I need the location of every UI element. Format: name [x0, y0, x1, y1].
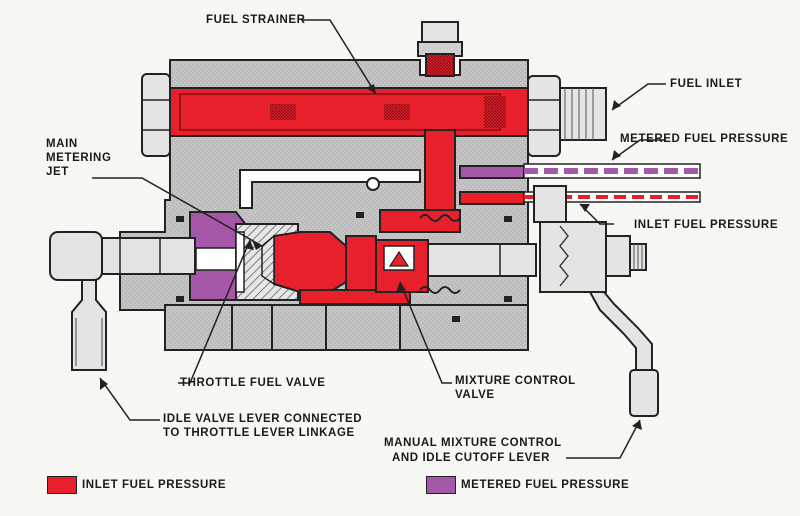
legend-label-metered: METERED FUEL PRESSURE [461, 479, 630, 491]
label-main-metering-jet-3: JET [46, 166, 69, 178]
leader-lines [92, 19, 666, 459]
label-main-metering-jet-1: MAIN [46, 138, 78, 150]
label-main-metering-jet-2: METERING [46, 152, 112, 164]
idle-valve-lever [49, 231, 107, 371]
legend-swatch-inlet [47, 476, 77, 494]
label-idle-valve-2: TO THROTTLE LEVER LINKAGE [163, 427, 355, 439]
inlet-passage-vertical [424, 129, 456, 211]
legend-label-inlet: INLET FUEL PRESSURE [82, 479, 227, 491]
fuel-inlet-fitting [527, 75, 607, 157]
label-manual-mixture-1: MANUAL MIXTURE CONTROL [384, 437, 562, 449]
label-inlet-fuel-pressure: INLET FUEL PRESSURE [634, 219, 779, 231]
metered-passage [239, 165, 525, 209]
manual-mixture-lever [588, 291, 659, 417]
label-throttle-fuel-valve: THROTTLE FUEL VALVE [180, 377, 326, 389]
seals [176, 212, 512, 322]
legend-swatch-metered [426, 476, 456, 494]
strainer-left-nut [141, 73, 171, 157]
label-mixture-control-1: MIXTURE CONTROL [455, 375, 576, 387]
label-fuel-strainer: FUEL STRAINER [206, 14, 306, 26]
main-metering-jet [261, 209, 461, 305]
label-mixture-control-2: VALVE [455, 389, 495, 401]
spindle [99, 237, 537, 277]
top-fitting [417, 21, 463, 77]
fuel-strainer-chamber [169, 87, 531, 137]
label-fuel-inlet: FUEL INLET [670, 78, 743, 90]
mixture-control-body [533, 185, 647, 293]
label-metered-fuel-pressure: METERED FUEL PRESSURE [620, 133, 789, 145]
mixture-control-valve [375, 214, 461, 294]
leader-arrowheads [100, 84, 642, 430]
label-idle-valve-1: IDLE VALVE LEVER CONNECTED [163, 413, 363, 425]
label-manual-mixture-2: AND IDLE CUTOFF LEVER [392, 452, 551, 464]
